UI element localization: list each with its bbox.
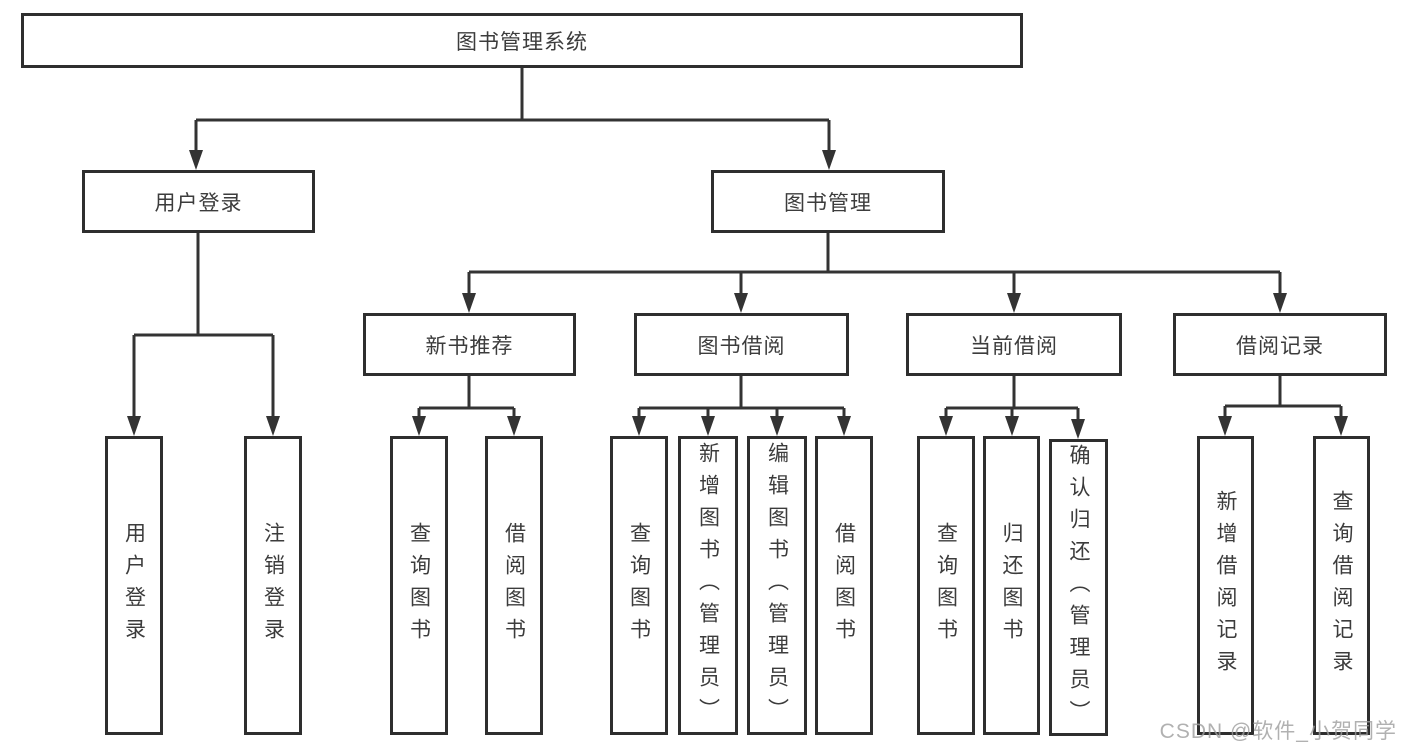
node-new-book-recommend: 新书推荐 (363, 313, 576, 376)
node-label: 图书借阅 (697, 334, 786, 358)
leaf-label: 查询图书 (407, 521, 431, 650)
node-label: 图书管理 (784, 191, 872, 215)
node-label: 当前借阅 (970, 334, 1058, 358)
leaf-borrow-books-recommend: 借阅图书 (485, 436, 543, 735)
leaf-label: 借阅图书 (832, 521, 856, 650)
node-user-login: 用户登录 (82, 170, 315, 233)
leaf-label: 借阅图书 (502, 521, 526, 650)
leaf-query-books-recommend: 查询图书 (390, 436, 448, 735)
leaf-add-borrow-record: 新增借阅记录 (1197, 436, 1254, 735)
node-library-management-system: 图书管理系统 (21, 13, 1023, 68)
leaf-label: 新增借阅记录 (1214, 489, 1237, 682)
node-current-borrowing: 当前借阅 (906, 313, 1122, 376)
leaf-logout: 注销登录 (244, 436, 302, 735)
node-label: 用户登录 (154, 191, 243, 215)
leaf-user-login: 用户登录 (105, 436, 163, 735)
leaf-add-book-admin: 新增图书（管理员） (678, 436, 738, 735)
leaf-edit-book-admin: 编辑图书（管理员） (747, 436, 807, 735)
node-borrowing-records: 借阅记录 (1173, 313, 1387, 376)
node-label: 借阅记录 (1236, 334, 1324, 358)
leaf-label: 确认归还（管理员） (1067, 443, 1090, 732)
leaf-confirm-return-admin: 确认归还（管理员） (1049, 439, 1108, 736)
leaf-label: 编辑图书（管理员） (765, 441, 789, 730)
leaf-label: 查询图书 (627, 521, 651, 650)
leaf-label: 注销登录 (261, 521, 285, 650)
node-book-borrowing: 图书借阅 (634, 313, 849, 376)
leaf-query-books-current: 查询图书 (917, 436, 975, 735)
leaf-borrow-books-borrowing: 借阅图书 (815, 436, 873, 735)
leaf-label: 查询图书 (934, 521, 958, 650)
leaf-return-books: 归还图书 (983, 436, 1040, 735)
arrowheads (127, 150, 1348, 439)
leaf-label: 新增图书（管理员） (696, 441, 720, 730)
leaf-label: 用户登录 (122, 521, 146, 650)
leaf-label: 归还图书 (1000, 521, 1023, 650)
node-book-management: 图书管理 (711, 170, 945, 233)
leaf-query-books-borrowing: 查询图书 (610, 436, 668, 735)
node-label: 图书管理系统 (456, 30, 588, 54)
leaf-query-borrow-record: 查询借阅记录 (1313, 436, 1370, 735)
node-label: 新书推荐 (425, 334, 514, 358)
leaf-label: 查询借阅记录 (1330, 489, 1353, 682)
